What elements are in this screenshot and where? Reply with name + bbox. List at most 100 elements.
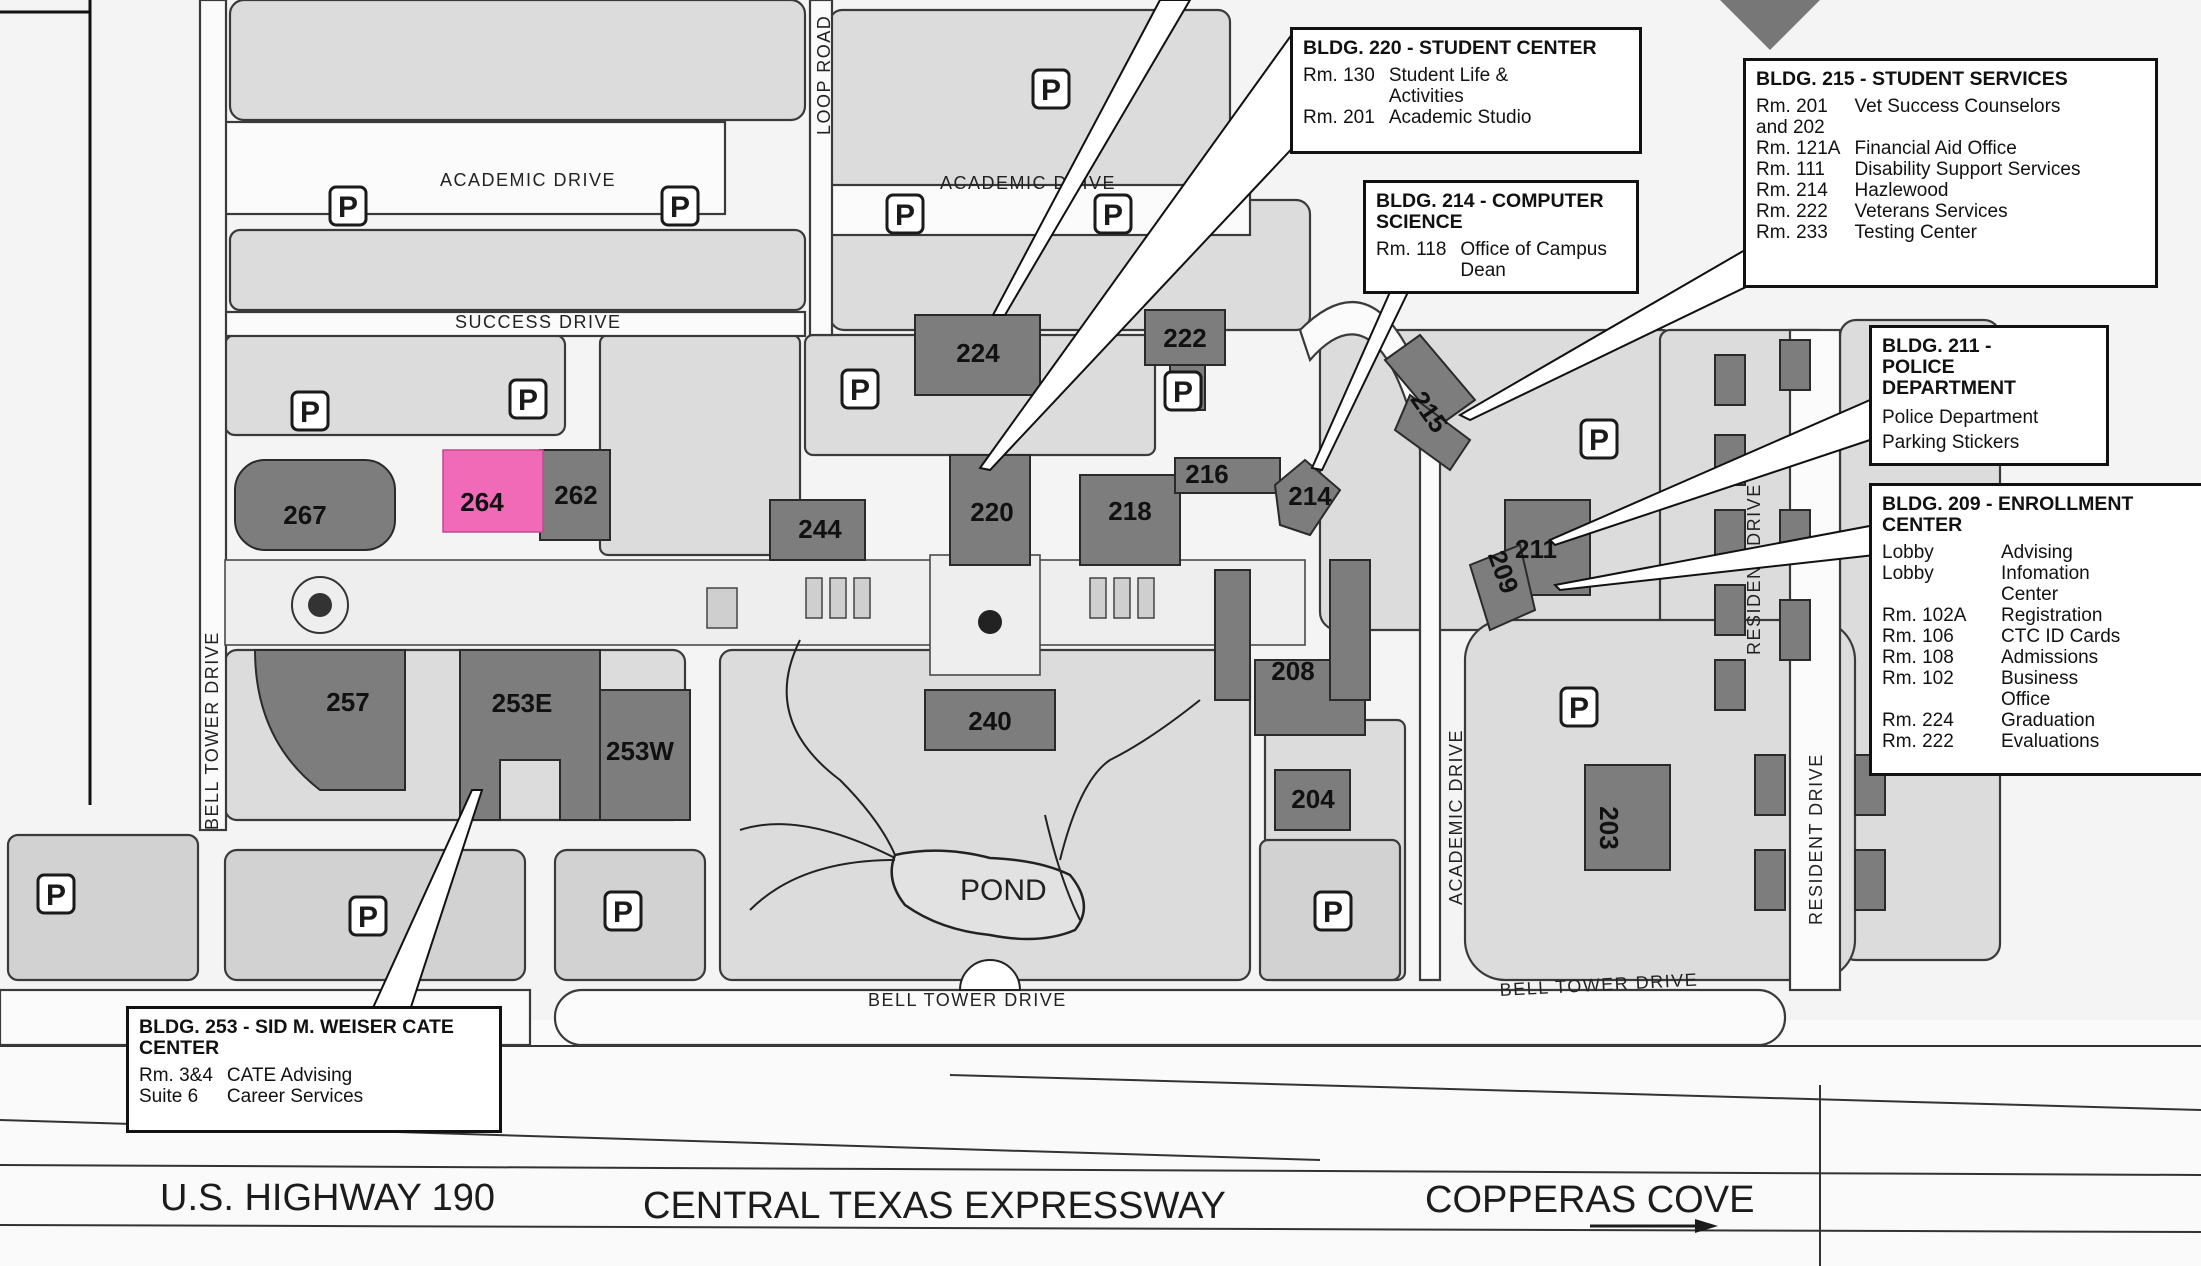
copperas-cove-label: COPPERAS COVE (1425, 1179, 1754, 1221)
parking-icon: P (508, 378, 548, 420)
room-desc: Financial Aid Office (1854, 138, 2017, 159)
building-262-label: 262 (554, 480, 597, 510)
room-number: Rm. 233 (1756, 222, 1828, 243)
room-desc: Evaluations (2001, 731, 2100, 752)
street-bell-tower-drive-south: BELL TOWER DRIVE (868, 990, 1067, 1010)
svg-text:P: P (518, 384, 538, 417)
callout-bldg-253: BLDG. 253 - SID M. WEISER CATE CENTER Rm… (126, 1006, 502, 1133)
parking-icon: P (1031, 68, 1071, 110)
svg-text:P: P (850, 374, 870, 407)
parking-icon: P (290, 390, 330, 432)
parking-icon: P (328, 185, 368, 227)
room-number: Suite 6 (139, 1086, 199, 1107)
street-success-drive: SUCCESS DRIVE (455, 312, 622, 332)
room-number: Rm. 222 (1882, 731, 1954, 752)
callout-title: BLDG. 211 - POLICE DEPARTMENT (1882, 335, 2016, 399)
parking-icon: P (348, 895, 388, 937)
room-number: Rm. 3&4 (139, 1065, 213, 1086)
building-253e-label: 253E (492, 688, 553, 718)
svg-text:P: P (46, 879, 66, 912)
parking-icon: P (840, 368, 880, 410)
plaza (224, 554, 1306, 676)
svg-text:P: P (1041, 74, 1061, 107)
parking-icon: P (1559, 686, 1599, 728)
street-academic-drive-north: ACADEMIC DRIVE (940, 173, 1116, 193)
parking-icon: P (1313, 890, 1353, 932)
building-264-label: 264 (460, 487, 504, 517)
building-222-label: 222 (1163, 323, 1206, 353)
room-number: Rm. 102A (1882, 605, 1967, 626)
room-desc: Career Services (226, 1086, 364, 1107)
room-desc: CATE Advising (226, 1065, 353, 1086)
buildings (234, 309, 1886, 911)
building-253w-label: 253W (606, 736, 674, 766)
svg-text:P: P (1103, 199, 1123, 232)
room-desc: Student Life & Activities (1388, 65, 1509, 107)
room-number: Rm. 130 (1303, 65, 1375, 86)
callout-bldg-220: BLDG. 220 - STUDENT CENTER Rm. 130 Studen… (1290, 27, 1642, 154)
room-desc: Registration (2001, 605, 2103, 626)
building-208-label: 208 (1271, 656, 1314, 686)
building-257-label: 257 (326, 687, 369, 717)
svg-text:P: P (670, 191, 690, 224)
room-number: Rm. 201 and 202 (1756, 96, 1828, 138)
building-220-label: 220 (970, 497, 1013, 527)
room-desc: Admissions (2001, 647, 2099, 668)
room-desc: Advising (2001, 542, 2073, 563)
room-number: Rm. 106 (1882, 626, 1954, 647)
parking-icon: P (1163, 370, 1203, 412)
street-resident-drive-2: RESIDENT DRIVE (1806, 753, 1826, 925)
street-bell-tower-drive-west: BELL TOWER DRIVE (202, 631, 222, 830)
building-224-label: 224 (956, 338, 1000, 368)
building-labels: 224 222 215 267 264 262 244 220 218 216 … (283, 323, 1624, 850)
callout-bldg-209: BLDG. 209 - ENROLLMENT CENTER Lobby Advis… (1869, 483, 2201, 776)
building-204-label: 204 (1291, 784, 1335, 814)
svg-text:P: P (1323, 896, 1343, 929)
callout-bldg-211: BLDG. 211 - POLICE DEPARTMENT Police Dep… (1869, 325, 2109, 466)
building-216-label: 216 (1185, 459, 1228, 489)
parking-icon: P (603, 890, 643, 932)
callout-title: BLDG. 209 - ENROLLMENT CENTER (1882, 493, 2134, 536)
building-267-label: 267 (283, 500, 326, 530)
room-desc: Veterans Services (1854, 201, 2008, 222)
street-loop-road: LOOP ROAD (814, 15, 834, 135)
room-desc: Testing Center (1854, 222, 1977, 243)
building-211-label: 211 (1515, 534, 1557, 564)
room-number: Rm. 222 (1756, 201, 1828, 222)
expressway-label: CENTRAL TEXAS EXPRESSWAY (643, 1185, 1226, 1227)
room-number: Rm. 121A (1756, 138, 1841, 159)
room-desc: Infomation Center (2001, 563, 2090, 605)
room-desc: CTC ID Cards (2001, 626, 2121, 647)
room-number: Rm. 111 (1756, 159, 1825, 180)
room-number: Rm. 118 (1376, 239, 1447, 260)
svg-text:P: P (300, 396, 320, 429)
callout-line: Parking Stickers (1882, 432, 2020, 453)
parking-icon: P (1093, 193, 1133, 235)
street-academic-drive-west: ACADEMIC DRIVE (440, 170, 616, 190)
callout-line: Police Department (1882, 407, 2039, 428)
svg-text:P: P (1589, 424, 1609, 457)
callout-title: BLDG. 215 - STUDENT SERVICES (1756, 68, 2068, 90)
room-desc: Academic Studio (1388, 107, 1532, 128)
room-number: Lobby (1882, 563, 1934, 584)
parking-icon: P (1579, 418, 1619, 460)
highway-us190-label: U.S. HIGHWAY 190 (160, 1177, 495, 1219)
svg-text:P: P (613, 896, 633, 929)
building-244-label: 244 (798, 514, 842, 544)
room-desc: Office of Campus Dean (1460, 239, 1607, 281)
callout-title: BLDG. 214 - COMPUTER SCIENCE (1376, 190, 1604, 233)
svg-text:P: P (895, 199, 915, 232)
parking-icon: P (660, 185, 700, 227)
room-number: Rm. 224 (1882, 710, 1954, 731)
street-academic-drive-east: ACADEMIC DRIVE (1446, 729, 1466, 905)
room-desc: Disability Support Services (1854, 159, 2081, 180)
callout-leaders (370, 0, 1876, 1011)
pond (739, 639, 1201, 991)
svg-text:P: P (1173, 376, 1193, 409)
svg-text:P: P (358, 901, 378, 934)
building-264-highlight[interactable] (442, 449, 544, 533)
parking-icon: P (36, 873, 76, 915)
callout-title: BLDG. 220 - STUDENT CENTER (1303, 37, 1597, 59)
callout-bldg-214: BLDG. 214 - COMPUTER SCIENCE Rm. 118 Offi… (1363, 180, 1639, 294)
parking-icon: P (885, 193, 925, 235)
